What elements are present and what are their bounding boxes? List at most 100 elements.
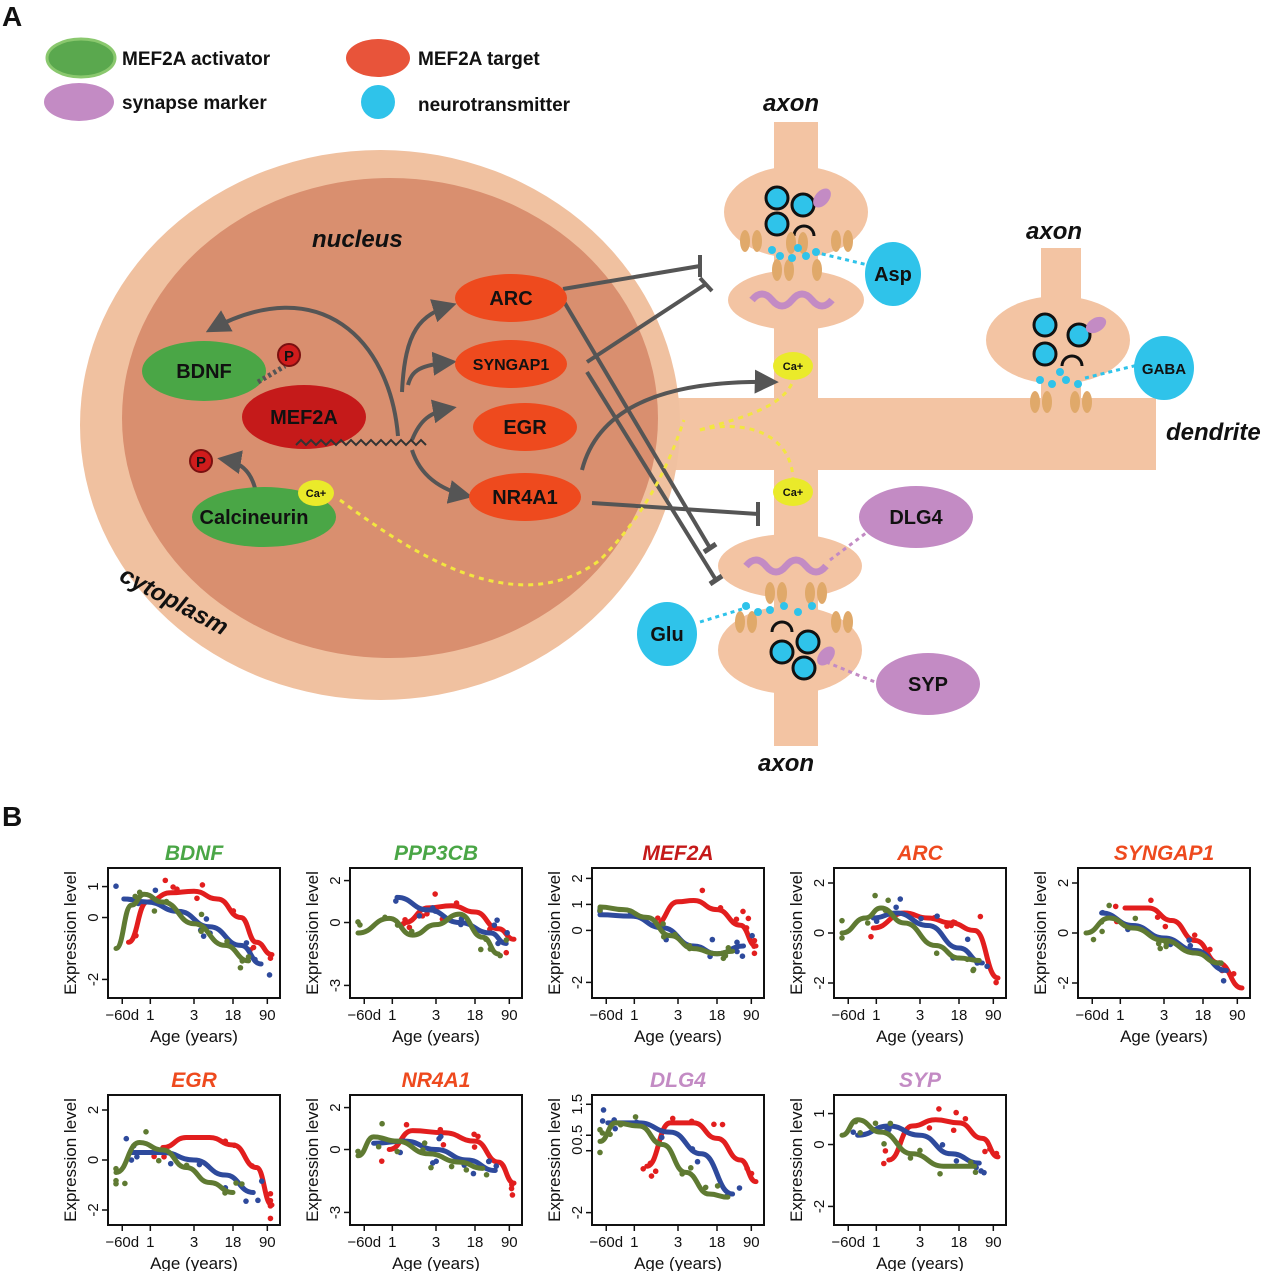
data-point <box>872 1120 879 1127</box>
data-point <box>984 963 990 970</box>
x-tick-label: 90 <box>259 1007 276 1024</box>
data-point <box>982 1148 988 1155</box>
ca-top-label: Ca+ <box>783 361 804 373</box>
data-point <box>155 1157 162 1164</box>
trend-line <box>597 1120 731 1200</box>
axon-label-right: axon <box>1026 218 1082 245</box>
ca-bottom <box>773 478 813 506</box>
data-point <box>463 1167 470 1173</box>
trend-line <box>355 1134 486 1171</box>
y-axis-label: Expression level <box>61 1098 80 1222</box>
data-point <box>981 1169 987 1176</box>
data-point <box>714 1183 721 1189</box>
dendrite-label: dendrite <box>1166 419 1261 446</box>
y-tick-label: 1 <box>811 1109 828 1117</box>
y-tick-label: 2 <box>569 874 586 882</box>
data-point <box>1186 937 1192 943</box>
node-mef2a <box>242 385 366 449</box>
data-point <box>239 1181 245 1187</box>
chart-title: DLG4 <box>650 1069 706 1092</box>
legend: MEF2A activator MEF2A target synapse mar… <box>44 37 571 121</box>
data-point <box>953 1158 960 1164</box>
x-tick-label: 90 <box>985 1234 1002 1251</box>
y-axis-label: Expression level <box>303 871 322 995</box>
y-tick-label: 0 <box>85 913 102 921</box>
data-point <box>416 913 423 919</box>
data-point <box>203 916 210 922</box>
pathway-arrows <box>205 299 779 504</box>
ca-bottom-label: Ca+ <box>783 487 804 499</box>
y-tick-label: 1 <box>569 900 586 908</box>
node-nr4a1-label: NR4A1 <box>492 487 558 509</box>
data-point <box>266 972 273 978</box>
chart-title: PPP3CB <box>394 842 478 865</box>
data-point <box>597 1126 603 1133</box>
data-point <box>1191 932 1198 938</box>
data-point <box>436 1135 442 1142</box>
data-point <box>483 1171 490 1178</box>
data-point <box>509 1192 516 1198</box>
data-point <box>745 915 752 922</box>
y-axis-label: Expression level <box>1031 871 1050 995</box>
trend-line <box>855 1123 982 1166</box>
data-point <box>194 895 200 902</box>
x-tick-label: 3 <box>432 1007 440 1024</box>
node-bdnf-label: BDNF <box>176 361 232 383</box>
data-point <box>151 1153 157 1160</box>
data-point <box>243 1198 249 1204</box>
data-point <box>962 1115 969 1122</box>
nt-glu <box>637 602 697 666</box>
data-point <box>864 920 871 926</box>
data-point <box>267 1190 274 1197</box>
data-point <box>739 953 746 960</box>
node-arc-label: ARC <box>489 288 532 310</box>
x-tick-label: −60d <box>347 1234 381 1251</box>
data-point <box>660 921 666 927</box>
data-point <box>199 882 206 888</box>
data-point <box>917 1147 923 1154</box>
x-tick-label: 1 <box>872 1234 880 1251</box>
data-point <box>122 1180 128 1187</box>
y-tick-label: 2 <box>811 879 828 887</box>
legend-swatch-nt <box>361 85 395 119</box>
node-bdnf <box>142 341 266 401</box>
node-syngap1 <box>455 340 567 388</box>
x-axis-label: Age (years) <box>876 1254 964 1271</box>
x-tick-label: 3 <box>916 1007 924 1024</box>
data-point <box>237 964 244 971</box>
plot-frame <box>833 1094 1007 1226</box>
data-point <box>936 1106 942 1112</box>
data-point <box>1112 903 1119 910</box>
x-tick-label: 1 <box>630 1234 638 1251</box>
nt-asp <box>865 242 921 306</box>
x-tick-label: 1 <box>872 1007 880 1024</box>
node-syngap1-label: SYNGAP1 <box>473 357 550 374</box>
inhibition-lines <box>561 255 760 587</box>
node-calcineurin <box>192 487 336 547</box>
x-tick-label: 18 <box>951 1007 968 1024</box>
data-point <box>255 1197 261 1204</box>
data-point <box>151 908 158 914</box>
chart-title: SYP <box>899 1069 942 1092</box>
y-tick-label: 2 <box>327 1103 344 1111</box>
x-tick-label: 3 <box>432 1234 440 1251</box>
data-point <box>406 924 413 931</box>
y-tick-label: -3 <box>327 1206 344 1219</box>
data-point <box>933 950 940 957</box>
trend-line <box>355 911 501 957</box>
x-tick-label: 3 <box>916 1234 924 1251</box>
data-point <box>600 1107 607 1113</box>
data-point <box>734 939 740 946</box>
y-tick-label: 0 <box>569 926 586 934</box>
data-point <box>733 916 740 923</box>
node-egr <box>473 403 577 451</box>
ca-cell-label: Ca+ <box>306 488 327 500</box>
ca-cell <box>298 480 334 506</box>
x-tick-label: −60d <box>589 1007 623 1024</box>
data-point <box>258 1178 265 1184</box>
phosphate-calcineurin <box>189 449 213 473</box>
nt-asp-label: Asp <box>874 264 912 286</box>
